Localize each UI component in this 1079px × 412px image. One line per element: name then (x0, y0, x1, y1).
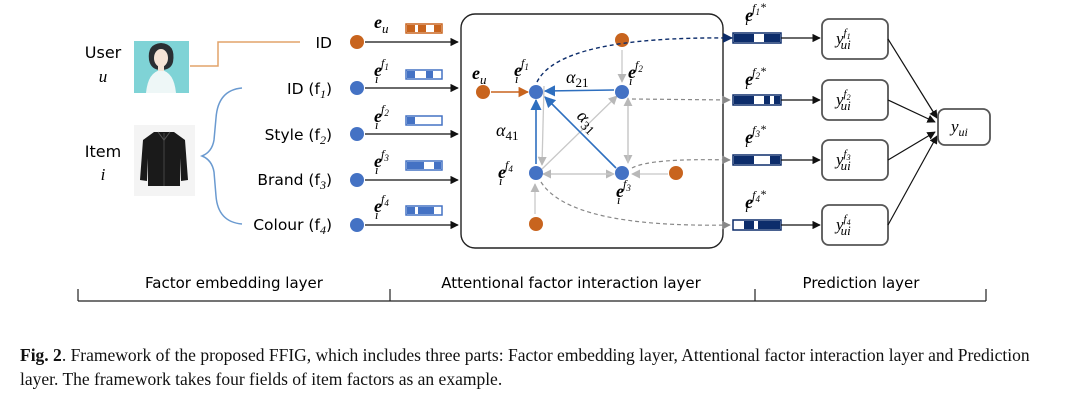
input-f3-label: Brand (f3) (257, 171, 332, 192)
caption-label: Fig. 2 (20, 345, 62, 365)
item-f4-node (350, 218, 364, 232)
emb-vector-f1 (405, 69, 443, 80)
interaction-edges (530, 50, 668, 214)
layer-prediction-label: Prediction layer (803, 274, 921, 292)
figure-caption: Fig. 2. Framework of the proposed FFIG, … (20, 343, 1060, 391)
item-symbol: i (101, 165, 106, 184)
output-f4-arrow (540, 181, 731, 230)
emb-vector-user (405, 23, 443, 34)
item-f3-node (350, 173, 364, 187)
item-label: Item (85, 142, 121, 161)
input-f2-label: Style (f2) (265, 126, 332, 147)
final-pred-label: yui (949, 117, 968, 139)
interaction-box (460, 13, 724, 249)
updated-vector-f2 (732, 94, 782, 106)
emb-vector-f4 (405, 205, 443, 216)
alpha-21-label: α21 (566, 67, 588, 90)
emb-vector-f2 (405, 115, 443, 126)
attention-edges (530, 85, 617, 169)
pred-box-f4 (821, 204, 889, 246)
updated-vector-f3 (732, 154, 782, 166)
layer-embedding-label: Factor embedding layer (145, 274, 324, 292)
aggregation-arrows (887, 38, 938, 226)
item-f1-node (350, 81, 364, 95)
item-brace (199, 87, 243, 225)
item-jacket-icon (134, 125, 195, 196)
graph-f1-node (529, 85, 543, 99)
graph-neighbor-right-node (669, 166, 683, 180)
output-f3-arrow (631, 155, 731, 169)
user-symbol: u (99, 67, 108, 86)
caption-text: . Framework of the proposed FFIG, which … (20, 345, 1030, 389)
alpha-31-label: α31 (571, 106, 603, 138)
graph-eu-label: eu (472, 63, 487, 87)
updated-vector-f4 (732, 219, 782, 231)
emb-user-label: eu (374, 12, 389, 36)
input-f4-label: Colour (f4) (253, 216, 332, 237)
graph-f3-node (615, 166, 629, 180)
output-f1-arrow (536, 32, 733, 83)
updated-f1-label: ef1*i (745, 0, 766, 28)
graph-f2-node (615, 85, 629, 99)
graph-neighbor-bottom-node (529, 217, 543, 231)
emb-vector-f3 (405, 160, 443, 171)
alpha-41-label: α41 (496, 120, 518, 143)
updated-f4-label: ef4*i (745, 187, 766, 215)
updated-vector-f1 (732, 32, 782, 44)
graph-f4-node (529, 166, 543, 180)
output-f2-arrow (631, 95, 731, 105)
user-avatar-icon (134, 41, 189, 93)
layer-bracket (77, 289, 987, 302)
pred-box-f1 (821, 18, 889, 60)
updated-f2-label: ef2*i (745, 64, 766, 92)
pred-box-f3 (821, 139, 889, 181)
final-pred-box (937, 108, 991, 146)
graph-user-node (476, 85, 490, 99)
input-id-label: ID (315, 34, 332, 52)
updated-f3-label: ef3*i (745, 122, 766, 150)
item-f2-node (350, 127, 364, 141)
pred-box-f2 (821, 79, 889, 121)
user-id-node (350, 35, 364, 49)
layer-interaction-label: Attentional factor interaction layer (441, 274, 701, 292)
input-f1-label: ID (f1) (287, 80, 332, 101)
user-label: User (85, 43, 122, 62)
user-connector (190, 41, 300, 67)
